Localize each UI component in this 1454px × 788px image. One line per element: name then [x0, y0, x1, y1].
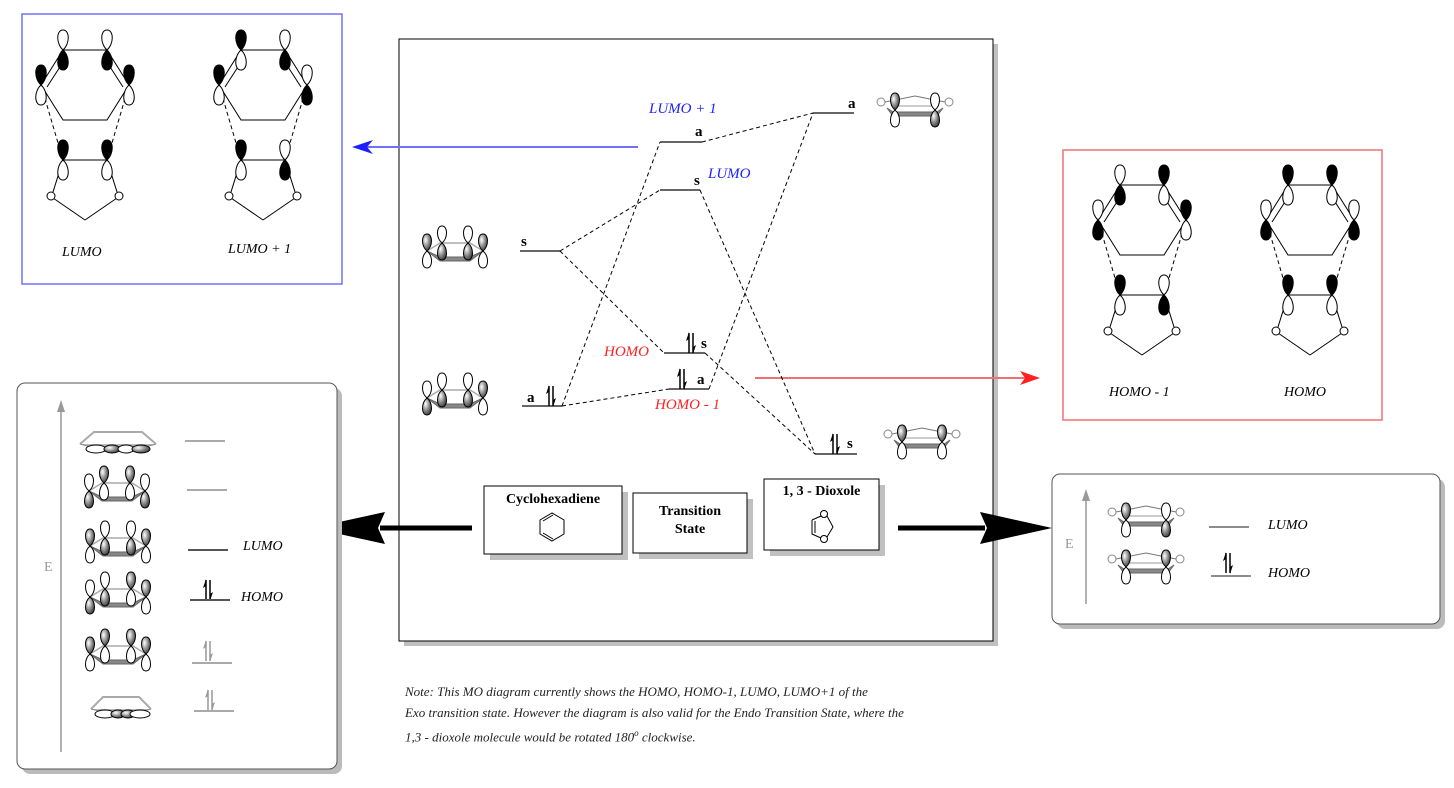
energy-axis-arrowhead	[1082, 489, 1090, 501]
degree-superscript: o	[634, 728, 639, 738]
note-line-3: 1,3 - dioxole molecule would be rotated …	[405, 723, 1045, 747]
homo-minus-1-label: HOMO - 1	[655, 397, 720, 413]
cyclohexadiene-detail-arrowhead	[312, 512, 385, 544]
lumo-panel-caption-right: LUMO + 1	[228, 242, 292, 257]
energy-axis-label: E	[44, 560, 53, 575]
dioxole-mo-ladder	[1107, 503, 1251, 584]
cyclohexadiene-mo-ladder	[79, 431, 234, 719]
cyclohexadiene-box-label: Cyclohexadiene	[505, 492, 601, 507]
lumo-plus-1-label: LUMO + 1	[649, 101, 717, 117]
energy-axis-arrowhead	[57, 400, 65, 412]
transition-state-box-label-line1: Transition	[659, 504, 721, 519]
cyclohexadiene-homo-label: HOMO	[241, 590, 283, 605]
dioxole-upper-sym-label: a	[848, 96, 856, 112]
note-line-1: Note: This MO diagram currently shows th…	[405, 684, 868, 699]
cyclohexadiene-lumo-label: LUMO	[243, 539, 283, 554]
transition-state-box-label-line2: State	[674, 522, 706, 537]
cyclohexadiene-lower-sym-label: a	[527, 390, 535, 406]
dioxole-homo-label: HOMO	[1268, 566, 1310, 581]
homo-panel-caption-left: HOMO - 1	[1109, 385, 1170, 400]
dioxole-lumo-label: LUMO	[1268, 518, 1308, 533]
dioxole-box	[763, 478, 885, 556]
cyclohexadiene-box	[483, 485, 628, 560]
energy-axis-label: E	[1065, 537, 1074, 552]
dioxole-detail-arrowhead	[980, 512, 1052, 544]
note-line-3-text: 1,3 - dioxole molecule would be rotated …	[405, 729, 635, 745]
homo-label: HOMO	[604, 344, 649, 360]
cyclohexadiene-panel-frame	[16, 382, 342, 774]
dioxole-lower-sym-label: s	[847, 436, 853, 452]
dioxole-panel-frame	[1051, 473, 1445, 629]
homo-pointer-arrowhead	[1020, 371, 1040, 385]
ts-lumo-plus-1-sym-label: a	[695, 124, 703, 140]
cyclohexadiene-upper-sym-label: s	[521, 234, 527, 250]
diagram-note: Note: This MO diagram currently shows th…	[405, 681, 1045, 747]
transition-state-box	[632, 492, 753, 559]
ts-homo-sym-label: s	[701, 336, 707, 352]
ts-homo-minus-1-sym-label: a	[697, 372, 705, 388]
lumo-pointer-arrowhead	[352, 140, 373, 154]
correlation-lines	[559, 112, 816, 455]
note-line-2: Exo transition state. However the diagra…	[405, 705, 904, 720]
lumo-panel-frame	[21, 13, 343, 285]
ts-lumo-sym-label: s	[694, 173, 700, 189]
dioxole-box-label: 1, 3 - Dioxole	[782, 484, 861, 499]
lumo-panel-caption-left: LUMO	[62, 245, 102, 260]
homo-panel-caption-right: HOMO	[1284, 385, 1326, 400]
note-line-3-end: clockwise.	[638, 729, 696, 745]
lumo-label: LUMO	[708, 166, 751, 182]
energy-levels	[520, 112, 857, 455]
